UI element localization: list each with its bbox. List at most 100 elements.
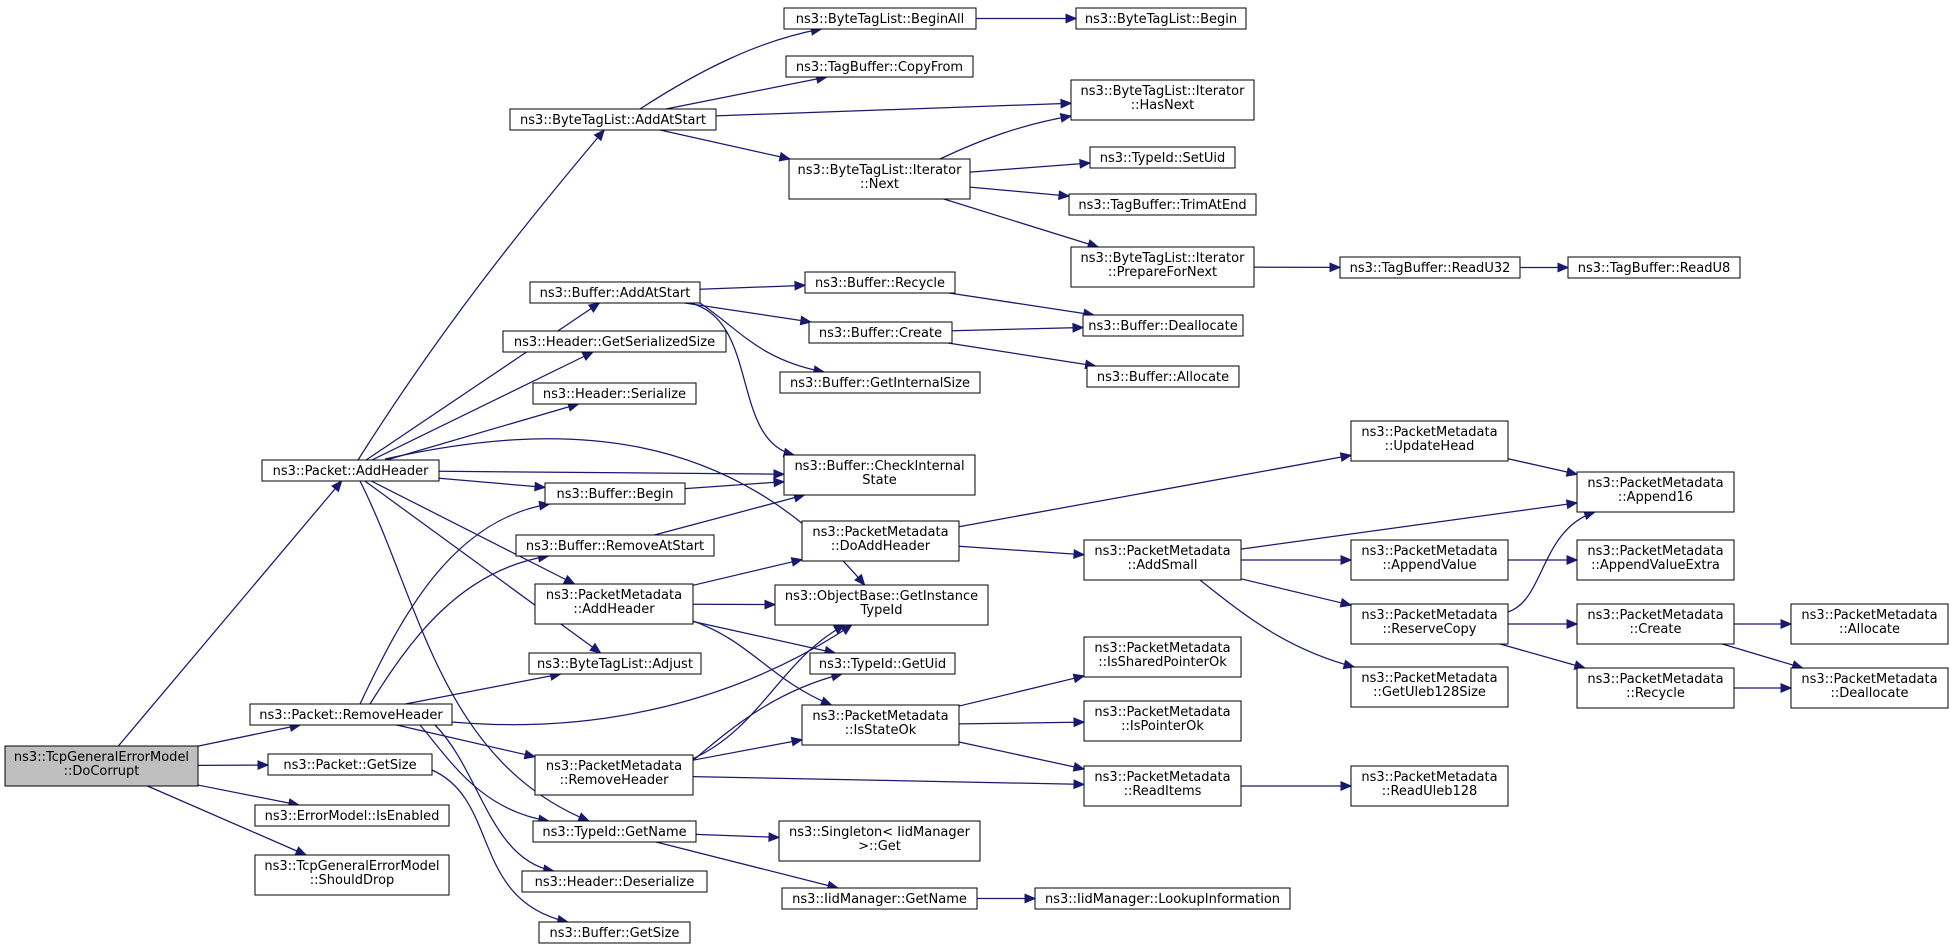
function-node-ns3-tagbuffer-copyfrom[interactable]: ns3::TagBuffer::CopyFrom [785, 55, 974, 78]
function-node-ns3-packet-getsize[interactable]: ns3::Packet::GetSize [267, 753, 433, 776]
function-node-ns3-bytetaglist-iterator-preparefornext[interactable]: ns3::ByteTagList::Iterator::PrepareForNe… [1070, 246, 1255, 288]
function-node-ns3-buffer-removeatstart[interactable]: ns3::Buffer::RemoveAtStart [515, 534, 715, 557]
call-edge-n35-n43-arrowhead [1329, 262, 1342, 273]
function-node-ns3-header-serialize[interactable]: ns3::Header::Serialize [532, 382, 697, 405]
call-edge-n28-n41-arrowhead [1072, 761, 1086, 772]
node-label-line: ns3::PacketMetadata [1094, 641, 1230, 656]
node-label-line: ns3::ByteTagList::Iterator [1081, 251, 1246, 266]
call-edge-n20-n32 [939, 115, 1072, 160]
node-label-line: ns3::Buffer::AddAtStart [540, 286, 691, 301]
function-node-ns3-errormodel-isenabled[interactable]: ns3::ErrorModel::IsEnabled [254, 804, 450, 827]
node-box [1083, 539, 1242, 581]
node-box [1350, 420, 1509, 462]
function-node-ns3-packetmetadata-addsmall[interactable]: ns3::PacketMetadata::AddSmall [1083, 539, 1242, 581]
call-edge-n1-n7-arrowhead [587, 302, 601, 313]
function-node-ns3-iidmanager-getname[interactable]: ns3::IidManager::GetName [781, 887, 978, 910]
call-edge-n2-n14 [396, 724, 536, 758]
call-edge-n2-n15 [419, 724, 549, 822]
call-edge-n20-n34-arrowhead [1058, 190, 1071, 201]
function-node-ns3-singleton-iidmanager-get[interactable]: ns3::Singleton< IidManager >::Get [778, 820, 981, 862]
function-node-ns3-buffer-begin[interactable]: ns3::Buffer::Begin [544, 482, 686, 505]
function-node-ns3-buffer-create[interactable]: ns3::Buffer::Create [808, 321, 953, 344]
function-node-ns3-packetmetadata-create[interactable]: ns3::PacketMetadata::Create [1576, 603, 1735, 645]
function-node-ns3-buffer-getsize[interactable]: ns3::Buffer::GetSize [538, 921, 691, 944]
node-box [1070, 79, 1255, 121]
call-edge-n38-n50 [1240, 502, 1578, 550]
call-edge-n14-n27 [689, 673, 843, 764]
node-label-line: ns3::IidManager::LookupInformation [1045, 892, 1280, 907]
function-node-ns3-packetmetadata-readuleb128[interactable]: ns3::PacketMetadata::ReadUleb128 [1350, 765, 1509, 807]
function-node-ns3-packetmetadata-reservecopy[interactable]: ns3::PacketMetadata::ReserveCopy [1350, 603, 1509, 645]
call-edge-n2-n14-arrowhead [523, 749, 537, 760]
function-node-ns3-buffer-deallocate[interactable]: ns3::Buffer::Deallocate [1082, 314, 1244, 337]
node-box [783, 7, 977, 30]
function-node-ns3-packet-removeheader[interactable]: ns3::Packet::RemoveHeader [249, 703, 453, 726]
function-node-ns3-header-deserialize[interactable]: ns3::Header::Deserialize [521, 870, 708, 893]
function-node-ns3-packetmetadata-getuleb128size[interactable]: ns3::PacketMetadata::GetUleb128Size [1350, 666, 1509, 708]
function-node-ns3-packetmetadata-issharedpointerok[interactable]: ns3::PacketMetadata::IsSharedPointerOk [1083, 636, 1242, 678]
call-edge-n15-n29 [695, 833, 780, 839]
function-node-ns3-bytetaglist-iterator-next[interactable]: ns3::ByteTagList::Iterator::Next [788, 158, 971, 200]
function-node-ns3-bytetaglist-begin[interactable]: ns3::ByteTagList::Begin [1075, 7, 1247, 30]
node-label-line: ns3::Buffer::Deallocate [1088, 319, 1237, 334]
node-label-line: ns3::ObjectBase::GetInstance [785, 589, 978, 604]
function-node-ns3-packetmetadata-doaddheader[interactable]: ns3::PacketMetadata::DoAddHeader [801, 520, 960, 562]
call-edge-n1-n10 [438, 477, 546, 489]
call-edge-n25-n38 [958, 545, 1085, 556]
node-box [4, 745, 199, 787]
function-node-ns3-typeid-getname[interactable]: ns3::TypeId::GetName [532, 820, 697, 843]
function-node-ns3-buffer-recycle[interactable]: ns3::Buffer::Recycle [804, 271, 956, 294]
function-node-ns3-tagbuffer-readu32[interactable]: ns3::TagBuffer::ReadU32 [1339, 256, 1521, 279]
node-box [532, 820, 697, 843]
function-node-ns3-packetmetadata-ispointerok[interactable]: ns3::PacketMetadata::IsPointerOk [1083, 700, 1242, 742]
function-node-ns3-buffer-getinternalsize[interactable]: ns3::Buffer::GetInternalSize [779, 371, 981, 394]
function-node-ns3-packetmetadata-readitems[interactable]: ns3::PacketMetadata::ReadItems [1083, 765, 1242, 807]
function-node-ns3-packetmetadata-removeheader[interactable]: ns3::PacketMetadata::RemoveHeader [534, 754, 694, 796]
function-node-ns3-packetmetadata-isstateok[interactable]: ns3::PacketMetadata::IsStateOk [801, 704, 960, 746]
call-edge-n22-n37 [947, 342, 1096, 367]
function-node-ns3-packetmetadata-allocate[interactable]: ns3::PacketMetadata::Allocate [1790, 603, 1949, 645]
function-node-ns3-packetmetadata-updatehead[interactable]: ns3::PacketMetadata::UpdateHead [1350, 420, 1509, 462]
call-edge-n10-n24 [684, 481, 785, 490]
function-node-ns3-packetmetadata-recycle[interactable]: ns3::PacketMetadata::Recycle [1576, 667, 1735, 709]
call-edge-n18-n31-arrowhead [1065, 13, 1078, 24]
call-edge-n7-n21-arrowhead [794, 280, 807, 291]
call-edge-n1-n24 [438, 470, 785, 475]
function-node-ns3-tagbuffer-readu8[interactable]: ns3::TagBuffer::ReadU8 [1567, 256, 1741, 279]
function-node-ns3-bytetaglist-beginall[interactable]: ns3::ByteTagList::BeginAll [783, 7, 977, 30]
function-node-ns3-packetmetadata-appendvalueextra[interactable]: ns3::PacketMetadata::AppendValueExtra [1576, 539, 1735, 581]
function-node-ns3-packetmetadata-deallocate[interactable]: ns3::PacketMetadata::Deallocate [1790, 667, 1949, 709]
function-node-ns3-tagbuffer-trimatend[interactable]: ns3::TagBuffer::TrimAtEnd [1068, 193, 1257, 216]
node-label-line: ns3::PacketMetadata [546, 759, 682, 774]
function-node-ns3-bytetaglist-adjust[interactable]: ns3::ByteTagList::Adjust [528, 652, 702, 675]
function-node-ns3-tcpgeneralerrormodel-shoulddrop[interactable]: ns3::TcpGeneralErrorModel::ShouldDrop [254, 854, 450, 896]
function-node-ns3-typeid-setuid[interactable]: ns3::TypeId::SetUid [1089, 146, 1236, 169]
call-edge-n46-n53 [1499, 643, 1586, 669]
function-node-ns3-bytetaglist-iterator-hasnext[interactable]: ns3::ByteTagList::Iterator::HasNext [1070, 79, 1255, 121]
function-node-ns3-packetmetadata-addheader[interactable]: ns3::PacketMetadata::AddHeader [534, 583, 694, 625]
function-node-ns3-header-getserializedsize[interactable]: ns3::Header::GetSerializedSize [502, 330, 727, 353]
function-node-ns3-bytetaglist-addatstart[interactable]: ns3::ByteTagList::AddAtStart [509, 108, 717, 131]
node-box [1083, 765, 1242, 807]
node-box [808, 321, 953, 344]
node-label-line: ns3::ByteTagList::Adjust [537, 657, 693, 672]
nodes-layer: ns3::TcpGeneralErrorModel::DoCorruptns3:… [4, 7, 1949, 944]
node-label-line: ::IsPointerOk [1121, 719, 1204, 734]
function-node-ns3-typeid-getuid[interactable]: ns3::TypeId::GetUid [809, 652, 956, 675]
node-box [1083, 636, 1242, 678]
function-node-ns3-buffer-addatstart[interactable]: ns3::Buffer::AddAtStart [529, 281, 701, 304]
call-edge-n38-n46 [1240, 578, 1352, 606]
function-node-ns3-packet-addheader[interactable]: ns3::Packet::AddHeader [261, 459, 440, 482]
call-edge-n0-n4 [197, 784, 299, 806]
function-node-ns3-iidmanager-lookupinformation[interactable]: ns3::IidManager::LookupInformation [1034, 887, 1291, 910]
node-label-line: ::UpdateHead [1385, 439, 1475, 454]
node-label-line: ::Create [1630, 622, 1682, 637]
function-node-ns3-packetmetadata-append16[interactable]: ns3::PacketMetadata::Append16 [1576, 471, 1735, 513]
function-node-ns3-buffer-allocate[interactable]: ns3::Buffer::Allocate [1086, 365, 1240, 388]
function-node-ns3-tcpgeneralerrormodel-docorrupt[interactable]: ns3::TcpGeneralErrorModel::DoCorrupt [4, 745, 199, 787]
function-node-ns3-packetmetadata-appendvalue[interactable]: ns3::PacketMetadata::AppendValue [1350, 539, 1509, 581]
node-label-line: ::ReadItems [1124, 784, 1202, 799]
